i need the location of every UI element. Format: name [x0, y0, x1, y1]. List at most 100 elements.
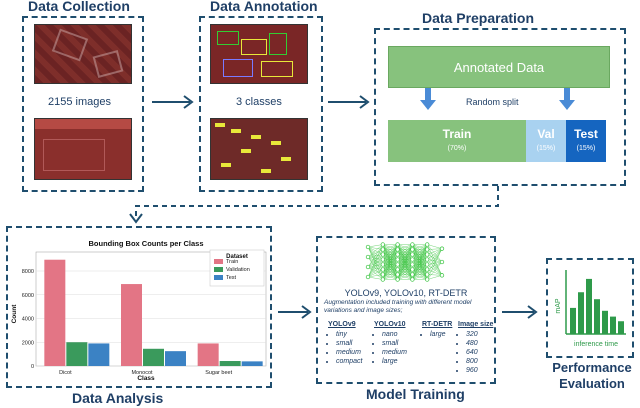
nn-edge: [367, 276, 383, 280]
col-yolov9-header: YOLOv9: [328, 321, 356, 328]
legend-title: Dataset: [226, 254, 248, 260]
arrow-collection-to-annotation: [152, 95, 194, 109]
split-arrow-left: [420, 88, 436, 110]
eval-bar: [578, 292, 584, 334]
nn-edge: [427, 259, 443, 276]
nn-edge: [427, 275, 443, 280]
nn-node: [395, 267, 400, 272]
nn-edge: [397, 269, 413, 280]
arrow-annotation-to-preparation: [328, 95, 370, 109]
neural-network-icon: [365, 242, 445, 282]
nn-edge: [397, 244, 413, 255]
data-preparation-box: [374, 28, 626, 186]
nn-node: [410, 277, 415, 282]
data-preparation-title: Data Preparation: [422, 10, 535, 26]
col-yolov9: YOLOv9 tiny small medium compact: [328, 320, 362, 366]
nn-edge: [382, 274, 398, 280]
nn-edge: [367, 254, 383, 278]
nn-edge: [412, 259, 428, 280]
legend-swatch: [214, 275, 223, 280]
annotated-data-label: Annotated Data: [453, 59, 545, 75]
augmentation-line-2: variations and image sizes;: [324, 307, 403, 314]
x-tick-label: Monocot: [131, 370, 153, 376]
nn-edge: [367, 259, 383, 278]
nn-edge: [412, 264, 428, 280]
nn-edge: [382, 264, 398, 280]
nn-edge: [397, 244, 413, 275]
list-item: medium: [382, 348, 407, 357]
legend-entry: Test: [226, 275, 237, 281]
nn-edge: [382, 249, 398, 280]
nn-node: [380, 267, 385, 272]
list-item: small: [382, 339, 407, 348]
nn-edge: [412, 249, 428, 280]
y-tick-label: 6000: [22, 293, 34, 299]
nn-node: [395, 262, 400, 267]
nn-node: [410, 252, 415, 257]
nn-node: [410, 242, 415, 247]
data-annotation-title: Data Annotation: [210, 0, 318, 14]
class-count: 3 classes: [236, 96, 282, 108]
random-split-label: Random split: [466, 97, 519, 107]
bar-train-sugar-beet: [197, 343, 219, 366]
arrow-training-to-evaluation: [502, 305, 538, 319]
nn-edge: [367, 244, 383, 248]
nn-node: [410, 247, 415, 252]
nn-edge: [367, 264, 383, 278]
nn-edge: [412, 244, 428, 260]
test-block: Test (15%): [566, 120, 606, 162]
nn-edge: [397, 254, 413, 280]
nn-edge: [382, 244, 398, 260]
performance-evaluation-title: Performance Evaluation: [552, 360, 632, 392]
nn-node: [410, 257, 415, 262]
col-image-size: Image size 320 480 640 800 960: [458, 320, 493, 375]
test-pct: (15%): [576, 145, 596, 152]
list-item: 800: [466, 357, 493, 366]
nn-node: [365, 254, 371, 260]
bar-train-monocot: [121, 284, 142, 366]
y-tick-label: 8000: [22, 269, 34, 275]
nn-edge: [427, 261, 443, 275]
col-yolov10: YOLOv10 nano small medium large: [374, 320, 407, 366]
annotation-photo-bottom: [210, 118, 308, 180]
nn-node: [395, 272, 400, 277]
nn-edge: [397, 249, 413, 280]
nn-edge: [367, 249, 383, 268]
model-training-title: Model Training: [366, 386, 465, 402]
nn-edge: [397, 274, 413, 280]
nn-node: [425, 262, 430, 267]
collection-photo-bottom: [34, 118, 132, 180]
nn-node: [425, 247, 430, 252]
nn-node: [425, 267, 430, 272]
nn-node: [365, 244, 371, 250]
nn-node: [365, 274, 371, 280]
nn-edge: [382, 244, 398, 275]
bar-train-dicot: [44, 259, 66, 366]
chart-ylabel: Count: [11, 304, 18, 324]
nn-node: [380, 277, 385, 282]
nn-node: [380, 272, 385, 277]
nn-edge: [427, 248, 443, 270]
col-yolov10-header: YOLOv10: [374, 321, 406, 328]
nn-node: [425, 277, 430, 282]
bbox-count-chart: Bounding Box Counts per Class 0200040006…: [11, 239, 267, 382]
nn-node: [425, 252, 430, 257]
nn-node: [380, 257, 385, 262]
augmentation-text: Augmentation included training with diff…: [324, 299, 494, 315]
nn-edge: [382, 269, 398, 280]
nn-node: [380, 252, 385, 257]
annotated-data-block: Annotated Data: [388, 46, 610, 88]
chart-xlabel: Class: [137, 375, 155, 382]
nn-edge: [427, 254, 443, 276]
nn-node: [425, 257, 430, 262]
eval-ylabel: mAP: [555, 298, 562, 314]
nn-edge: [427, 244, 443, 276]
list-item: tiny: [336, 330, 362, 339]
evaluation-title-line-1: Performance: [552, 360, 632, 375]
arrow-analysis-to-training: [278, 305, 312, 319]
eval-bar: [610, 316, 616, 334]
collection-photo-top: [34, 24, 132, 84]
list-item: compact: [336, 357, 362, 366]
train-block: Train (70%): [388, 120, 526, 162]
